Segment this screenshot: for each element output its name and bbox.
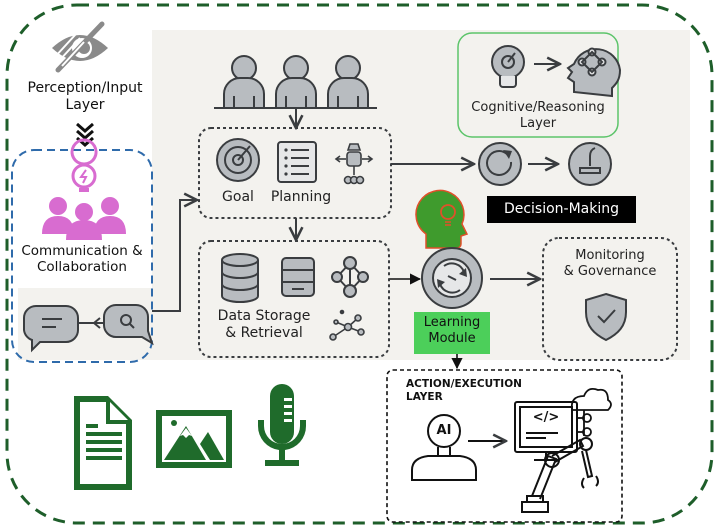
- monitoring-line2: & Governance: [563, 263, 657, 279]
- cognitive-line1: Cognitive/Reasoning: [471, 100, 605, 115]
- team-idea-icon: [42, 138, 126, 240]
- decision-making-badge: [487, 196, 636, 223]
- chat-bubble-icon: [23, 305, 79, 353]
- shield-check-icon: [585, 292, 627, 342]
- chat-to-goal-arrow: [152, 200, 197, 312]
- eye-slash-icon: [52, 21, 108, 73]
- lightbulb-target-icon: [491, 45, 525, 88]
- outer-frame: [5, 3, 714, 525]
- data-storage-label: Data Storage & Retrieval: [208, 308, 320, 342]
- cognitive-line2: Layer: [519, 115, 557, 131]
- image-icon: [156, 410, 232, 468]
- database-icon: [221, 253, 259, 303]
- communication-frame: [11, 149, 153, 363]
- data-storage-line1: Data Storage: [217, 308, 311, 324]
- server-storage-icon: [281, 257, 315, 297]
- refresh-icon: [478, 142, 522, 186]
- monitoring-frame: [542, 237, 678, 361]
- chat-connector-arrowhead: [92, 317, 101, 329]
- people-group-icon: [214, 55, 377, 109]
- learning-cycle-icon: [421, 247, 483, 309]
- ai-badge-label: AI: [436, 423, 452, 438]
- planning-label: Planning: [270, 189, 332, 205]
- perception-layer-label: Perception/Input Layer: [10, 80, 160, 114]
- learning-module-label: Learning Module: [414, 315, 490, 346]
- action-layer-label: ACTION/EXECUTION LAYER: [406, 378, 522, 403]
- cognitive-layer-frame: [457, 32, 619, 138]
- head-lightbulb-icon: [415, 189, 469, 249]
- code-glyph-label: </>: [532, 410, 560, 425]
- agent-movement-icon: [334, 143, 374, 185]
- ai-person-icon: [411, 414, 477, 481]
- perception-line2: Layer: [65, 96, 105, 113]
- scatter-network-icon: [329, 309, 365, 341]
- joystick-icon: [568, 142, 612, 186]
- cognitive-layer-label: Cognitive/Reasoning Layer: [458, 100, 618, 131]
- communication-label: Communication & Collaboration: [12, 243, 152, 275]
- search-bubble-icon: [103, 304, 154, 346]
- action-line2: LAYER: [406, 390, 443, 403]
- decision-making-label: Decision-Making: [503, 201, 620, 217]
- planning-list-icon: [277, 141, 317, 183]
- goal-target-icon: [216, 138, 260, 182]
- goal-label: Goal: [222, 189, 254, 205]
- learning-line2: Module: [428, 330, 476, 346]
- perception-line1: Perception/Input: [27, 80, 143, 96]
- data-storage-line2: & Retrieval: [225, 324, 303, 341]
- monitoring-label: Monitoring & Governance: [543, 248, 677, 279]
- communication-line2: Collaboration: [37, 259, 127, 276]
- cloud-network-icon: [570, 387, 612, 437]
- monitoring-line1: Monitoring: [575, 248, 645, 263]
- communication-line1: Communication &: [21, 243, 143, 259]
- action-line1: ACTION/EXECUTION: [406, 378, 522, 390]
- document-icon: [74, 396, 132, 490]
- brain-network-icon: [566, 47, 622, 98]
- robot-arm-icon: [521, 437, 599, 513]
- microphone-icon: [257, 384, 307, 466]
- learning-line1: Learning: [423, 315, 481, 330]
- learning-module-badge: [414, 312, 490, 354]
- data-storage-frame: [198, 240, 390, 358]
- network-graph-icon: [331, 256, 369, 298]
